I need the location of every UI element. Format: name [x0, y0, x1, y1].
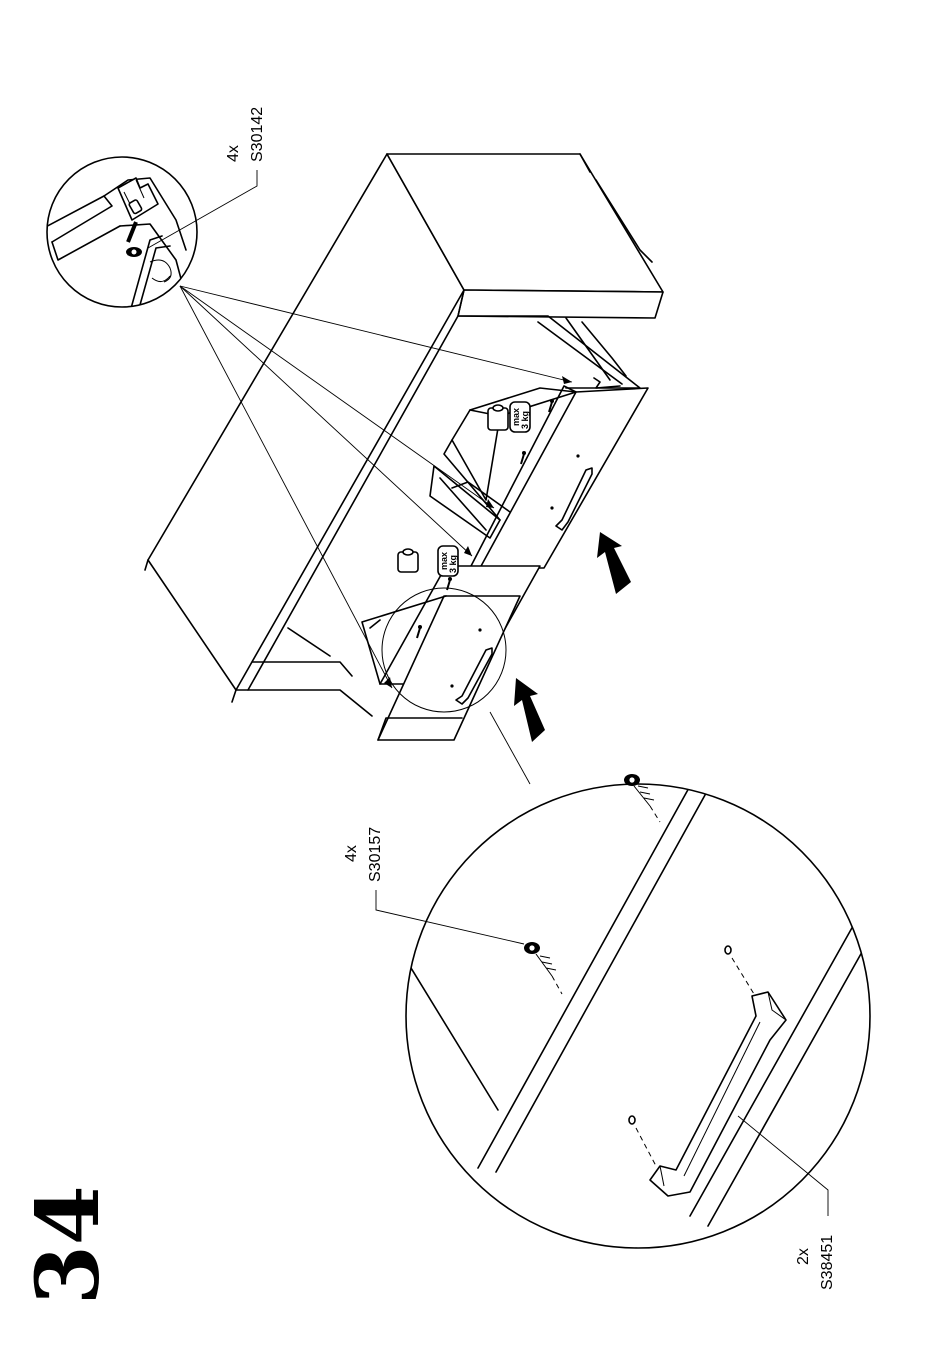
screw-icon [524, 942, 562, 994]
desk-assembly-view: max 3 kg [145, 154, 663, 784]
cam-fitting-icon [118, 178, 158, 220]
drawer-left: max 3 kg [362, 546, 540, 740]
screw-icon [126, 222, 142, 257]
detail-circle-outline-large [406, 784, 870, 1248]
screw-leader-line [376, 890, 524, 944]
rotate-arrow-icon [150, 260, 171, 282]
drawer-right-weight-value: 3 kg [520, 411, 530, 429]
step-number: 34 [18, 1185, 119, 1305]
label-cam-fitting: 4x S30142 [148, 107, 266, 248]
label-screw: 4x S30157 [343, 827, 524, 944]
detail-circle-handle [400, 768, 880, 1248]
drawer-left-weight-value: 3 kg [448, 555, 458, 573]
desk-side-front-edge [458, 290, 663, 318]
step-number-text: 34 [18, 1185, 119, 1305]
cam-fitting-leader-line [148, 170, 257, 248]
screw-code: S30157 [367, 827, 384, 882]
label-handle: 2x S38451 [738, 1116, 836, 1290]
cam-fitting-code: S30142 [249, 107, 266, 162]
screw-quantity: 4x [343, 845, 360, 862]
drawer-right: max 3 kg [444, 378, 648, 568]
handle-quantity: 2x [795, 1248, 812, 1265]
handle-code: S38451 [819, 1235, 836, 1290]
detail-circle-cam-fitting [40, 157, 197, 312]
detail-connector-line [490, 712, 530, 784]
screw-icon [624, 774, 660, 822]
cam-fitting-quantity: 4x [225, 145, 242, 162]
desk-top-panel [148, 154, 464, 690]
weight-icon: max 3 kg [398, 546, 458, 576]
